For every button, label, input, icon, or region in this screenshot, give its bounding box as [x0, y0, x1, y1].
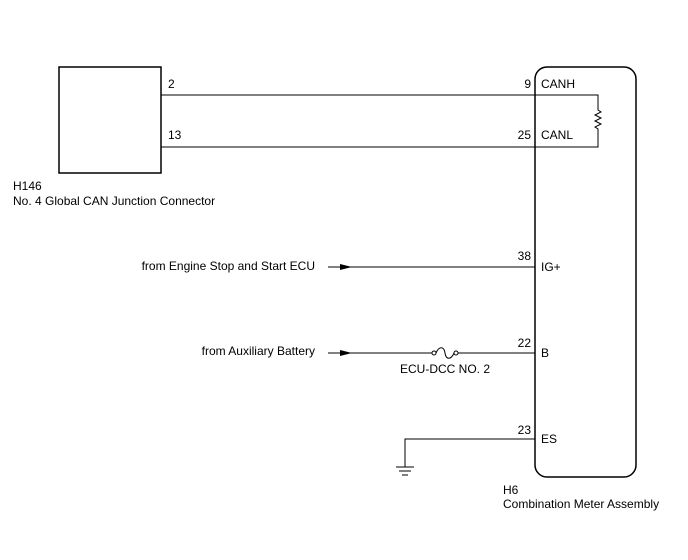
meter-name-label: Combination Meter Assembly	[503, 497, 659, 511]
meter-terminal-ig: IG+	[541, 260, 561, 274]
termination-resistor-icon	[535, 94, 603, 148]
meter-pin-b: 22	[518, 336, 532, 350]
b-input-arrow-icon	[328, 350, 535, 356]
meter-code-label: H6	[503, 483, 519, 497]
meter-pin-ig: 38	[518, 249, 532, 263]
meter-terminal-canh: CANH	[541, 77, 575, 91]
ground-icon	[396, 438, 535, 476]
h6-meter-box	[534, 66, 637, 478]
b-source-label: from Auxiliary Battery	[202, 344, 315, 358]
ig-input-arrow-icon	[328, 264, 535, 270]
fuse-icon	[431, 347, 459, 359]
h146-pin-canh: 2	[168, 77, 175, 91]
h146-connector-box	[58, 66, 162, 174]
meter-pin-es: 23	[518, 423, 532, 437]
h146-name-label: No. 4 Global CAN Junction Connector	[13, 194, 215, 208]
h146-code-label: H146	[13, 179, 42, 193]
meter-pin-canl: 25	[518, 128, 532, 142]
meter-terminal-canl: CANL	[541, 128, 573, 142]
fuse-label: ECU-DCC NO. 2	[400, 362, 490, 376]
meter-terminal-b: B	[541, 346, 549, 360]
h146-pin-canl: 13	[168, 128, 182, 142]
meter-terminal-es: ES	[541, 432, 557, 446]
meter-pin-canh: 9	[524, 77, 531, 91]
ig-source-label: from Engine Stop and Start ECU	[142, 259, 315, 273]
